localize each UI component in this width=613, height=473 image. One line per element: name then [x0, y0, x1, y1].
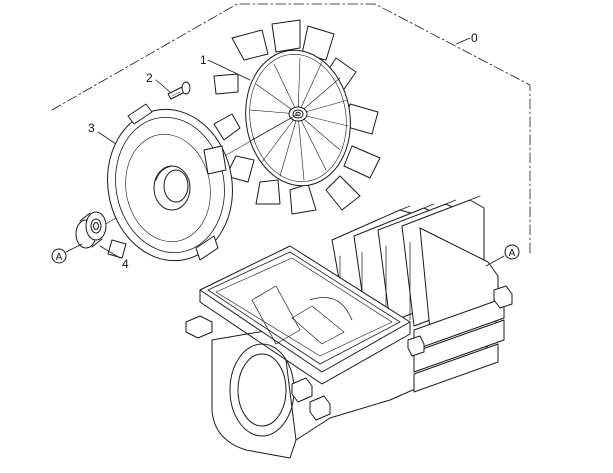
ref-mark-left-text: A: [56, 252, 63, 263]
bearing: [75, 211, 107, 249]
housing-tray: [199, 245, 411, 385]
leader-assembly: [455, 37, 471, 45]
leader-end-shield: [97, 131, 117, 145]
leader-ref-left: [65, 243, 83, 253]
fan-disc-rim: [249, 53, 347, 183]
leader-fan: [207, 59, 251, 81]
callout-end-shield: 3: [88, 121, 95, 135]
callout-screw: 2: [146, 71, 153, 85]
housing: [185, 195, 513, 459]
callout-assembly: 0: [471, 31, 478, 45]
fan-blades: [213, 19, 381, 215]
callout-fan: 1: [200, 53, 207, 67]
fan: [213, 19, 381, 215]
leader-bearing: [99, 245, 121, 259]
end-shield-bore: [153, 165, 191, 211]
ref-mark-right-circle: [504, 244, 520, 260]
housing-mount-tabs: [185, 285, 513, 421]
ref-mark-left-circle: [51, 248, 67, 264]
leader-ref-right: [485, 255, 505, 267]
housing-barrel: [229, 343, 297, 441]
leader-screw: [155, 79, 171, 93]
assembly-boundary: [51, 3, 531, 255]
end-shield: [107, 103, 233, 262]
ref-mark-right-text: A: [509, 248, 516, 259]
callout-bearing: 4: [122, 257, 129, 271]
screw: [167, 81, 191, 100]
housing-fins: [331, 199, 505, 393]
